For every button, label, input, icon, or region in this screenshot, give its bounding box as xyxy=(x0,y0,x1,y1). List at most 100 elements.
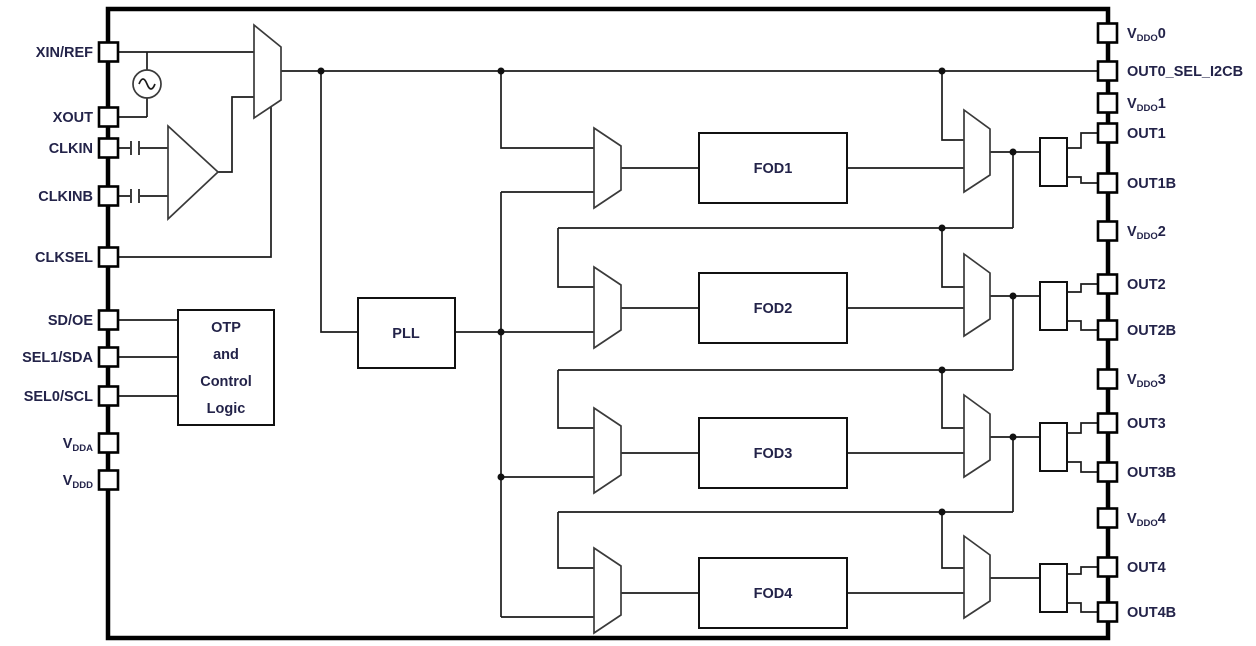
pin-label: SEL0/SCL xyxy=(24,389,93,405)
pin-out0-sel-i2cb: OUT0_SEL_I2CB xyxy=(1096,60,1243,82)
pin-label: OUT4 xyxy=(1127,560,1166,576)
fod4-block xyxy=(698,557,848,629)
out4-mux-icon xyxy=(963,534,991,620)
wires xyxy=(118,51,1098,618)
pin-label: VDDO2 xyxy=(1127,224,1166,242)
out4-driver-block xyxy=(1039,563,1068,613)
clkin-buffer-icon xyxy=(167,124,220,221)
pin-box xyxy=(97,185,120,207)
pin-label: OUT4B xyxy=(1127,605,1176,621)
pin-label: VDDO3 xyxy=(1127,372,1166,390)
pins-left: XIN/REF XOUT CLKIN CLKINB CLKSEL SD/OE S… xyxy=(22,41,120,491)
pin-label: SEL1/SDA xyxy=(22,350,93,366)
pin-box xyxy=(1096,461,1119,483)
pin-label: VDDO0 xyxy=(1127,26,1166,44)
fod3-input-mux-icon xyxy=(593,406,622,495)
pin-clkin: CLKIN xyxy=(49,137,120,159)
pin-out3: OUT3 xyxy=(1096,412,1166,434)
pin-label: XIN/REF xyxy=(36,45,93,61)
pin-sd-oe: SD/OE xyxy=(48,309,120,331)
wire-ref-to-out1-mux xyxy=(941,71,964,141)
pin-box xyxy=(1096,556,1119,578)
wire-cascade-3 xyxy=(557,437,1014,569)
pin-label: OUT1B xyxy=(1127,176,1176,192)
out2-driver-block xyxy=(1039,281,1068,331)
pin-clkinb: CLKINB xyxy=(38,185,120,207)
pin-out4b: OUT4B xyxy=(1096,601,1176,623)
wire-cascade-1 xyxy=(557,152,1014,288)
pin-box xyxy=(97,469,120,491)
input-mux-icon xyxy=(253,23,282,120)
wire-cascade-2 xyxy=(557,296,1014,429)
fod4-input-mux-icon xyxy=(593,546,622,635)
pin-box xyxy=(1096,92,1119,114)
out1-driver-block xyxy=(1039,137,1068,187)
pin-box xyxy=(1096,273,1119,295)
pin-label: CLKIN xyxy=(49,141,93,157)
pin-box xyxy=(97,346,120,368)
input-stage xyxy=(132,23,282,221)
out3-driver-block xyxy=(1039,422,1068,472)
pin-vddo2: VDDO2 xyxy=(1096,220,1166,242)
capacitor-clkin-icon xyxy=(130,141,140,155)
junction-dot xyxy=(317,67,325,75)
pin-box xyxy=(1096,172,1119,194)
pin-label: OUT3B xyxy=(1127,465,1176,481)
pin-out4: OUT4 xyxy=(1096,556,1166,578)
junction-dot xyxy=(1009,292,1017,300)
pin-box xyxy=(1096,122,1119,144)
fod1-block xyxy=(698,132,848,204)
out2-mux-icon xyxy=(963,252,991,338)
pins-right: VDDO0 OUT0_SEL_I2CB VDDO1 OUT1 OUT1B VDD… xyxy=(1096,22,1243,623)
junction-dots xyxy=(317,67,1017,516)
pin-out1b: OUT1B xyxy=(1096,172,1176,194)
wire-xtal-osc xyxy=(118,52,148,118)
otp-label-line1: OTP xyxy=(211,320,241,336)
wire-buffer-to-mux xyxy=(218,96,254,173)
wire-driver2-pins xyxy=(1067,283,1098,331)
pin-box xyxy=(1096,507,1119,529)
wire-driver1-pins xyxy=(1067,132,1098,184)
pin-box xyxy=(97,385,120,407)
fod1-input-mux-icon xyxy=(593,126,622,210)
pin-label: VDDD xyxy=(63,473,93,491)
pin-box xyxy=(97,432,120,454)
pin-box xyxy=(1096,220,1119,242)
pin-clksel: CLKSEL xyxy=(35,246,120,268)
wire-driver3-pins xyxy=(1067,422,1098,473)
fod2-label: FOD2 xyxy=(754,301,793,317)
junction-dot xyxy=(938,224,946,232)
pin-box xyxy=(97,137,120,159)
pin-vddd: VDDD xyxy=(63,469,120,491)
pin-box xyxy=(1096,60,1119,82)
pin-vddo4: VDDO4 xyxy=(1096,507,1166,529)
pin-box xyxy=(97,41,120,63)
pin-label: VDDO4 xyxy=(1127,511,1166,529)
pin-box xyxy=(97,309,120,331)
fod1-label: FOD1 xyxy=(754,161,793,177)
pll-label: PLL xyxy=(392,326,420,342)
out3-mux-icon xyxy=(963,393,991,479)
otp-label-line3: Control xyxy=(200,374,252,390)
pin-label: OUT0_SEL_I2CB xyxy=(1127,64,1243,80)
pin-sel0-scl: SEL0/SCL xyxy=(24,385,120,407)
junction-dot xyxy=(1009,433,1017,441)
pin-label: CLKSEL xyxy=(35,250,93,266)
pin-vddo0: VDDO0 xyxy=(1096,22,1166,44)
pin-vddo1: VDDO1 xyxy=(1096,92,1166,114)
pin-label: OUT2 xyxy=(1127,277,1166,293)
pin-sel1-sda: SEL1/SDA xyxy=(22,346,120,368)
pin-label: VDDO1 xyxy=(1127,96,1166,114)
pin-label: OUT2B xyxy=(1127,323,1176,339)
fod3-label: FOD3 xyxy=(754,446,793,462)
otp-label-line4: Logic xyxy=(207,401,246,417)
fod2-input-mux-icon xyxy=(593,265,622,350)
wire-clksel xyxy=(118,106,272,258)
pin-vdda: VDDA xyxy=(63,432,120,454)
pin-box xyxy=(97,246,120,268)
wire-ref-to-fod1-mux xyxy=(500,71,594,149)
pin-box xyxy=(1096,368,1119,390)
pin-box xyxy=(1096,22,1119,44)
